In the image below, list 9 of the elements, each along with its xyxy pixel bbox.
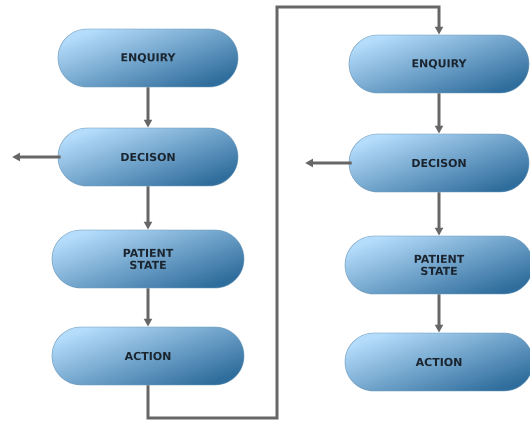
- process-pill: ENQUIRY: [58, 28, 238, 88]
- process-pill: DECISON: [348, 134, 530, 192]
- arrow: [146, 6, 444, 420]
- process-pill: PATIENT STATE: [344, 236, 530, 294]
- process-pill: ACTION: [52, 326, 244, 386]
- process-pill: DECISON: [58, 128, 238, 186]
- process-pill: PATIENT STATE: [52, 230, 244, 288]
- process-pill: ACTION: [344, 332, 530, 392]
- process-pill: ENQUIRY: [348, 34, 530, 94]
